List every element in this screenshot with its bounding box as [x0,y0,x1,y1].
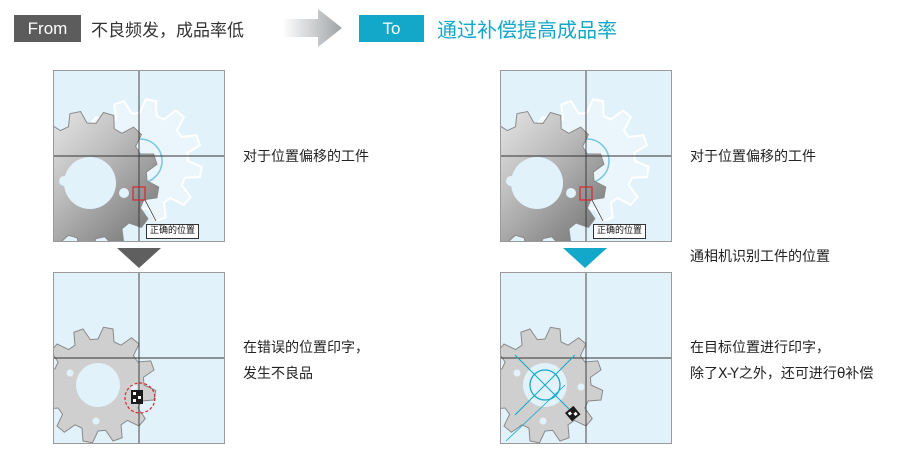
left-bottom-line-2: 发生不良品 [243,366,313,382]
qr-code-icon [131,390,143,404]
left-bottom-line-1: 在错误的位置印字， [243,340,369,356]
from-description: 不良频发，成品率低 [91,21,244,41]
down-triangle-icon [117,248,161,272]
callout-label: 正确的位置 [593,224,647,239]
left-bottom-description: 在错误的位置印字， 发生不良品 [243,335,369,387]
right-offset-workpiece-panel: 正确的位置 [500,70,672,242]
to-description: 通过补偿提高成品率 [437,18,617,42]
gear-icon [501,326,604,443]
right-correct-print-panel [500,272,672,444]
right-bottom-line-1: 在目标位置进行印字， [690,340,830,356]
gear-icon [54,326,157,443]
to-tag: To [359,15,424,42]
left-top-description: 对于位置偏移的工件 [243,149,369,165]
right-bottom-description: 在目标位置进行印字， 除了X-Y之外，还可进行θ补偿 [690,335,873,387]
right-top-description: 对于位置偏移的工件 [690,149,816,165]
correct-position-marker [579,186,593,201]
error-circle [124,382,156,414]
correct-position-marker [132,186,146,201]
offset-gear-icon [54,110,160,241]
offset-gear-icon [501,110,607,241]
recognition-crosshair-icon [505,354,576,442]
right-middle-description: 通相机识别工件的位置 [690,249,830,265]
left-misprint-panel [53,272,225,444]
from-tag: From [14,15,81,42]
left-offset-workpiece-panel: 正确的位置 [53,70,225,242]
callout-label: 正确的位置 [146,224,200,239]
right-bottom-line-2: 除了X-Y之外，还可进行θ补偿 [690,366,874,382]
down-triangle-icon [563,248,607,272]
qr-code-icon [565,405,581,422]
right-arrow-icon [282,9,344,51]
